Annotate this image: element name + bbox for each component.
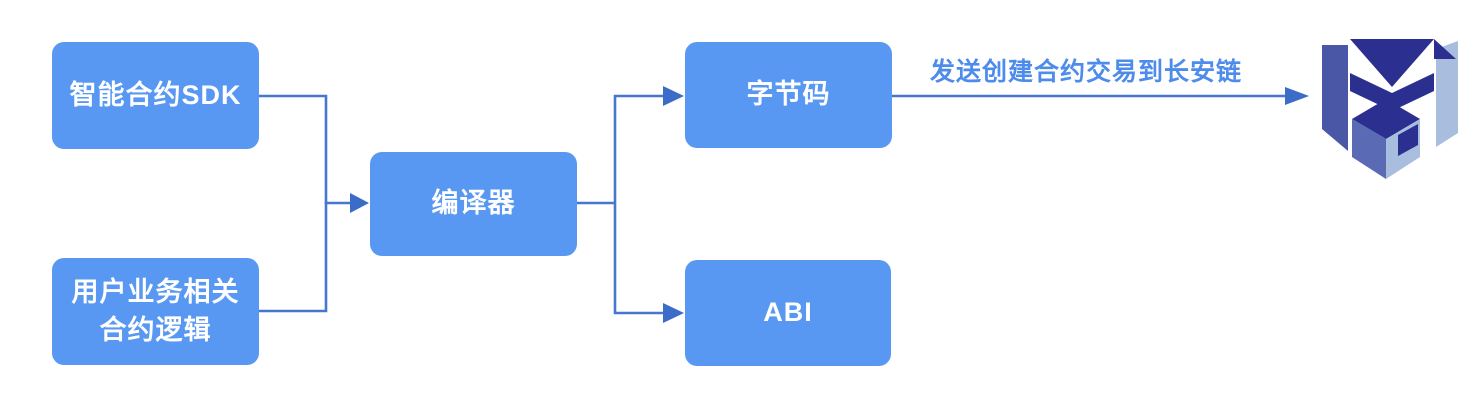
logo-top-fold [1350,39,1434,87]
logo-cube-left-face [1352,119,1386,179]
node-user-business-contract-logic-label: 用户业务相关 合约逻辑 [71,276,240,345]
chainmaker-logo-icon [1322,39,1458,179]
node-abi-label: ABI [763,297,813,328]
node-smart-contract-sdk: 智能合约SDK [52,42,259,149]
arrowhead-into-chain [1285,87,1309,105]
arrowhead-into-compiler [350,193,369,213]
node-bytecode-label: 字节码 [746,79,831,110]
logo-right-bar [1436,41,1458,147]
node-abi: ABI [685,260,891,366]
node-compiler: 编译器 [370,152,577,256]
connector-sdk-to-junction [259,94,328,204]
node-smart-contract-sdk-label: 智能合约SDK [69,79,242,110]
arrowhead-into-bytecode [663,86,684,106]
connector-logic-to-junction [259,202,328,313]
arrowhead-into-abi [663,303,684,323]
logo-cube-notch [1398,124,1418,156]
logo-top-right-wedge [1434,39,1456,59]
node-user-business-contract-logic: 用户业务相关 合约逻辑 [52,258,259,365]
node-bytecode: 字节码 [685,42,892,148]
logo-left-bar [1322,45,1348,151]
node-compiler-label: 编译器 [431,188,516,219]
edge-label-send-create-contract-tx: 发送创建合约交易到长安链 [930,58,1243,86]
